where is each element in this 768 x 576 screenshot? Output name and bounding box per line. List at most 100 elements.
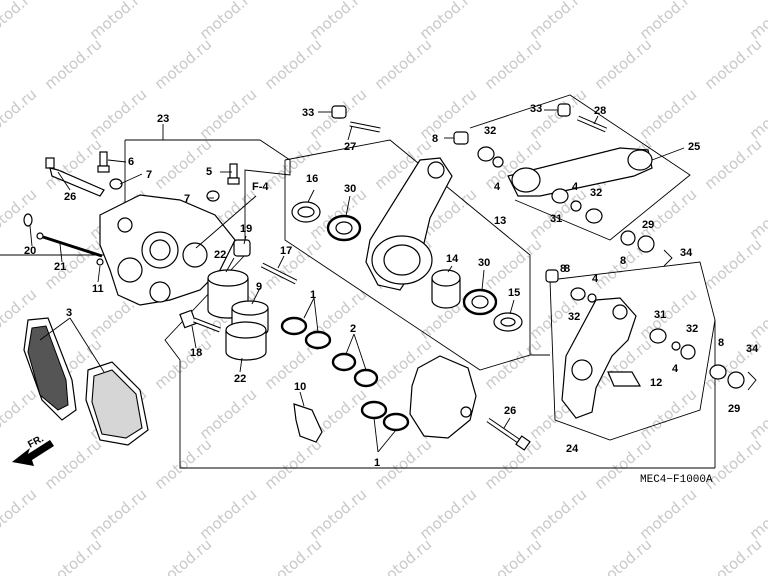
callout-c29a: 29 [642,219,654,231]
callout-c32b: 32 [590,187,602,199]
bolt-18 [179,309,221,333]
watermark-text: motod.ru [151,135,215,193]
watermark-text: motod.ru [416,0,480,43]
watermark-text: motod.ru [41,35,105,93]
callout-c13: 13 [494,215,506,227]
nut-19 [233,239,251,257]
callout-c1b: 1 [374,457,380,469]
callout-c33a: 33 [302,107,314,119]
watermark-text: motod.ru [746,185,768,243]
callout-c22b: 22 [234,373,246,385]
nut-8-lower [709,364,727,380]
watermark-text: motod.ru [591,35,655,93]
watermark-text: motod.ru [41,535,105,576]
callout-c16: 16 [306,173,318,185]
leader-lines [29,109,685,453]
nut-8-right [545,269,559,283]
clip-20 [23,213,33,227]
watermark-text: motod.ru [196,0,260,43]
watermark-text: motod.ru [481,535,545,576]
watermark-text: motod.ru [746,0,768,43]
callout-c19: 19 [240,223,252,235]
callout-c4c: 4 [592,273,599,285]
watermark-text: motod.ru [526,485,590,543]
watermark-text: motod.ru [636,85,700,143]
watermark-text: motod.ru [416,485,480,543]
collar-14 [431,269,461,309]
watermark-text: motod.ru [306,485,370,543]
clip-34-b [747,371,757,391]
piston-22-lower [225,321,267,361]
pad-spring-10 [293,403,323,443]
cap-7 [109,178,220,202]
callout-c30a: 30 [344,183,356,195]
callout-c25: 25 [688,141,700,153]
callout-c17: 17 [280,245,292,257]
callout-c31a: 31 [550,213,562,225]
watermark-text: motod.ru [701,235,765,293]
bleeder-6 [97,151,110,173]
callout-c4b: 4 [572,181,579,193]
callout-c4d: 4 [672,363,679,375]
watermark-text: motod.ru [196,85,260,143]
watermark-text: motod.ru [416,85,480,143]
callout-c18: 18 [190,347,202,359]
callout-c7a: 7 [146,169,152,181]
watermark-text: motod.ru [86,85,150,143]
callout-c32d: 32 [686,323,698,335]
bushing-32-a [477,146,495,162]
callout-c32a: 32 [484,125,496,137]
collar-29-a [637,235,655,253]
callout-c34a: 34 [680,247,693,259]
callout-c32c: 32 [568,311,580,323]
watermark-text: motod.ru [0,185,40,243]
watermark-text: motod.ru [0,0,40,43]
callout-c24: 24 [566,443,579,455]
nut-33-right [557,103,571,117]
brake-pad-inner [23,317,77,421]
bolt-27 [349,121,381,133]
bushing-32-c [570,287,586,301]
watermark-text: motod.ru [151,435,215,493]
callout-c1a: 1 [310,289,316,301]
callout-c26a: 26 [64,191,76,203]
callout-c34b: 34 [746,343,759,355]
watermark-text: motod.ru [151,335,215,393]
bearing-30-right [462,288,498,316]
callout-c23: 23 [157,113,169,125]
watermark-text: motod.ru [746,85,768,143]
watermark-text: motod.ru [746,285,768,343]
callout-c8c: 8 [564,263,570,275]
watermark-text: motod.ru [0,485,40,543]
callout-c31b: 31 [654,309,666,321]
caliper-body [99,194,236,306]
nut-33-left [331,105,347,119]
washer-4-b [570,200,582,212]
watermark-text: motod.ru [636,185,700,243]
bolt-26-right [486,417,531,451]
diagram-code: MEC4−F1000A [640,474,713,486]
callout-c8a: 8 [432,133,438,145]
washer-4-a [492,156,504,168]
callout-c22a: 22 [214,249,226,261]
callout-c12: 12 [650,377,662,389]
watermark-text: motod.ru [591,535,655,576]
watermark-text: motod.ru [261,435,325,493]
callout-c11: 11 [92,283,104,295]
ref-label-f4: F-4 [252,181,269,193]
part-11 [96,258,104,266]
watermark-text: motod.ru [371,35,435,93]
retainer-12 [607,371,642,387]
bolt-26-left [45,157,105,197]
bushing-32-b [585,208,603,224]
watermark-text: motod.ru [701,135,765,193]
callout-c33b: 33 [530,103,542,115]
watermark-text: motod.ru [701,535,765,576]
watermark-text: motod.ru [371,535,435,576]
caliper-outer-half [409,355,477,439]
watermark-text: motod.ru [261,535,325,576]
bushing-31-a [551,188,569,204]
